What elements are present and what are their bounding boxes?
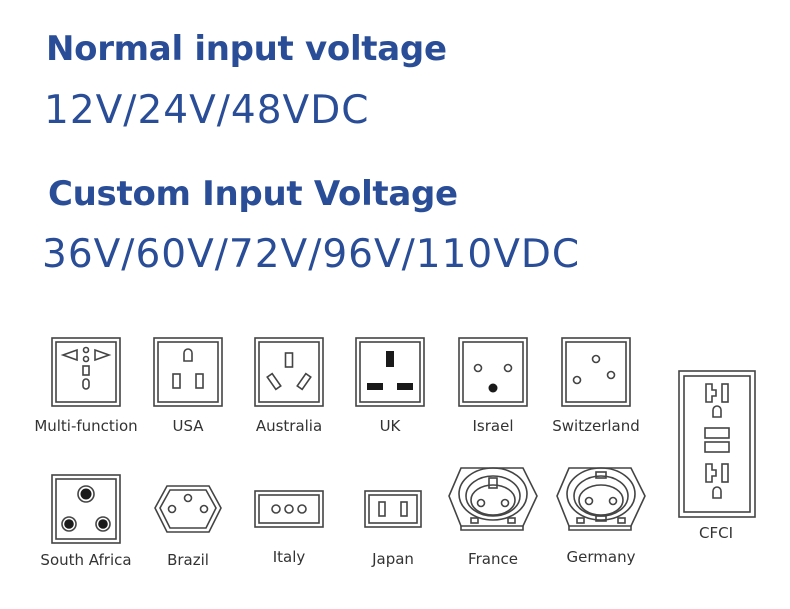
australia-socket-icon (254, 337, 324, 407)
plug-italy: Italy (229, 490, 349, 566)
germany-socket-icon (556, 467, 646, 531)
label-usa: USA (172, 417, 204, 435)
plug-japan: Japan (333, 490, 453, 568)
japan-socket-icon (364, 490, 422, 528)
plug-france: France (433, 456, 553, 568)
plug-germany: Germany (541, 456, 661, 566)
multi-function-socket-icon (51, 337, 121, 407)
cfci-socket-icon (678, 370, 756, 518)
plug-switzerland: Switzerland (536, 337, 656, 435)
plug-south-africa: South Africa (26, 474, 146, 569)
label-germany: Germany (566, 548, 636, 566)
label-multi-function: Multi-function (34, 417, 138, 435)
label-uk: UK (379, 417, 401, 435)
plug-multi-function: Multi-function (26, 337, 146, 435)
israel-socket-icon (458, 337, 528, 407)
normal-voltage-title: Normal input voltage (46, 29, 447, 69)
usa-socket-icon (153, 337, 223, 407)
uk-socket-icon (355, 337, 425, 407)
label-australia: Australia (255, 417, 323, 435)
plug-uk: UK (330, 337, 450, 435)
france-socket-icon (448, 467, 538, 531)
plug-australia: Australia (229, 337, 349, 435)
custom-voltage-values: 36V/60V/72V/96V/110VDC (42, 232, 581, 277)
plug-cfci: CFCI (657, 370, 777, 542)
italy-socket-icon (254, 490, 324, 528)
custom-voltage-title: Custom Input Voltage (48, 174, 458, 214)
plug-brazil: Brazil (128, 482, 248, 569)
label-cfci: CFCI (699, 524, 733, 542)
label-brazil: Brazil (167, 551, 209, 569)
plug-usa: USA (128, 337, 248, 435)
label-switzerland: Switzerland (552, 417, 640, 435)
label-france: France (468, 550, 518, 568)
label-italy: Italy (272, 548, 306, 566)
label-south-africa: South Africa (40, 551, 132, 569)
switzerland-socket-icon (561, 337, 631, 407)
label-israel: Israel (472, 417, 514, 435)
plug-israel: Israel (433, 337, 553, 435)
south-africa-socket-icon (51, 474, 121, 544)
brazil-socket-icon (154, 485, 222, 533)
label-japan: Japan (372, 550, 414, 568)
normal-voltage-values: 12V/24V/48VDC (44, 88, 370, 133)
